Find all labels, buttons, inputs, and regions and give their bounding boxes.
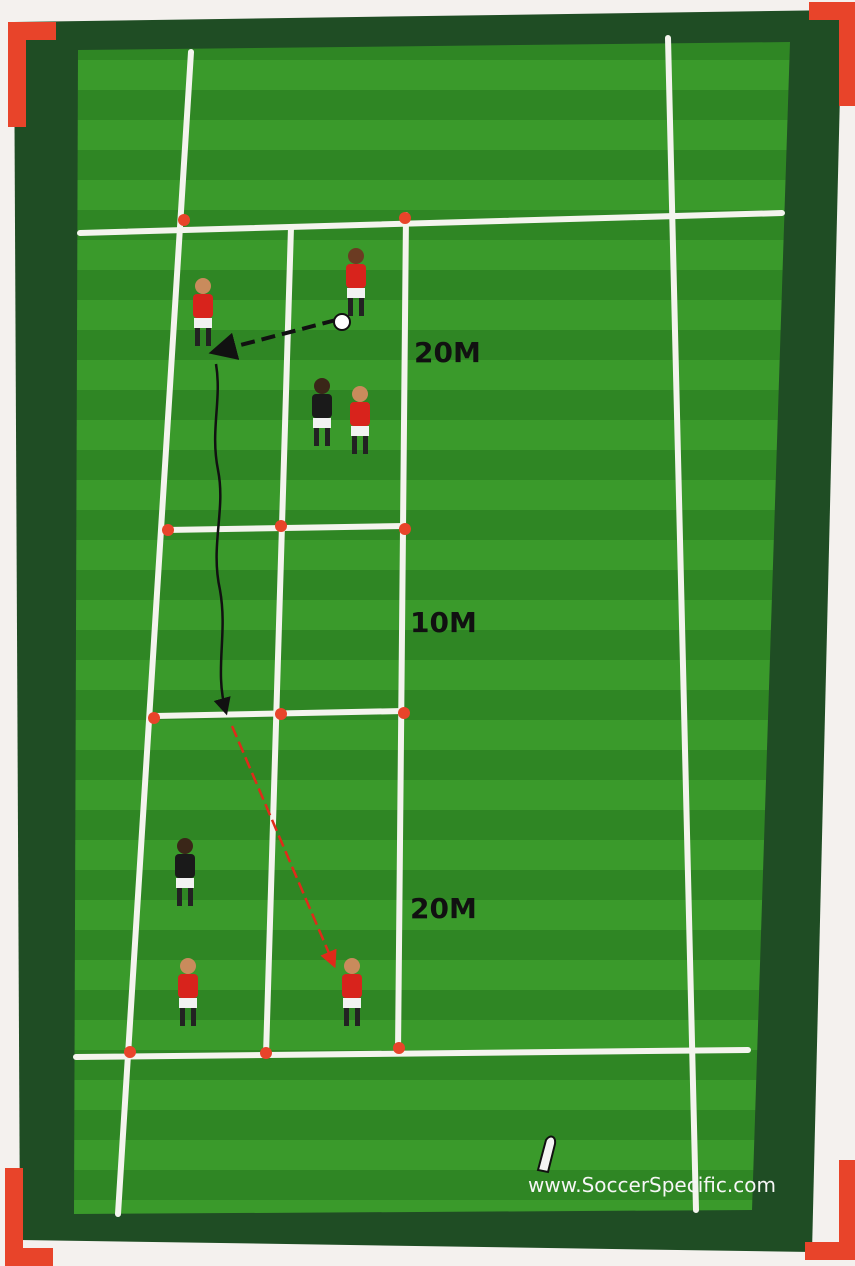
watermark: www.SoccerSpecific.com xyxy=(528,1173,776,1197)
corner-bracket xyxy=(760,1160,808,1208)
cone xyxy=(162,524,174,536)
cone xyxy=(399,523,411,535)
zone-label-middle: 10M xyxy=(410,606,477,639)
cone xyxy=(275,708,287,720)
cone xyxy=(393,1042,405,1054)
cone xyxy=(275,520,287,532)
corner-bracket xyxy=(5,1168,53,1216)
cone xyxy=(399,212,411,224)
zone-label-bottom: 20M xyxy=(410,892,477,925)
zone-label-top: 20M xyxy=(414,336,481,369)
cone xyxy=(148,712,160,724)
ball xyxy=(334,314,350,330)
cone xyxy=(398,707,410,719)
cone xyxy=(124,1046,136,1058)
cone xyxy=(178,214,190,226)
corner-bracket xyxy=(808,2,855,50)
cone xyxy=(260,1047,272,1059)
corner-bracket xyxy=(8,22,56,70)
